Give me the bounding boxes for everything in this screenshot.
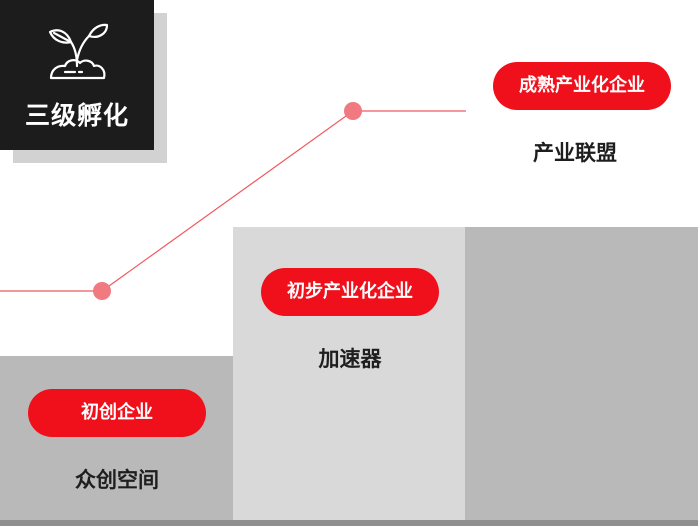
stage-3-badge: 成熟产业化企业 (493, 62, 671, 110)
step-block-1 (0, 356, 233, 526)
growth-dot-1 (93, 282, 111, 300)
sprout-icon (48, 23, 109, 80)
stage-1-name: 众创空间 (75, 468, 159, 492)
title-card: 三级孵化 (0, 0, 154, 150)
step-block-3 (465, 227, 698, 526)
stage-1-badge: 初创企业 (28, 389, 206, 437)
stage-3-name: 产业联盟 (533, 141, 617, 165)
page-title: 三级孵化 (24, 101, 129, 130)
stage-2-name: 加速器 (318, 347, 382, 371)
growth-dot-2 (344, 102, 362, 120)
stage-2-badge: 初步产业化企业 (261, 268, 439, 316)
baseline (0, 520, 698, 526)
